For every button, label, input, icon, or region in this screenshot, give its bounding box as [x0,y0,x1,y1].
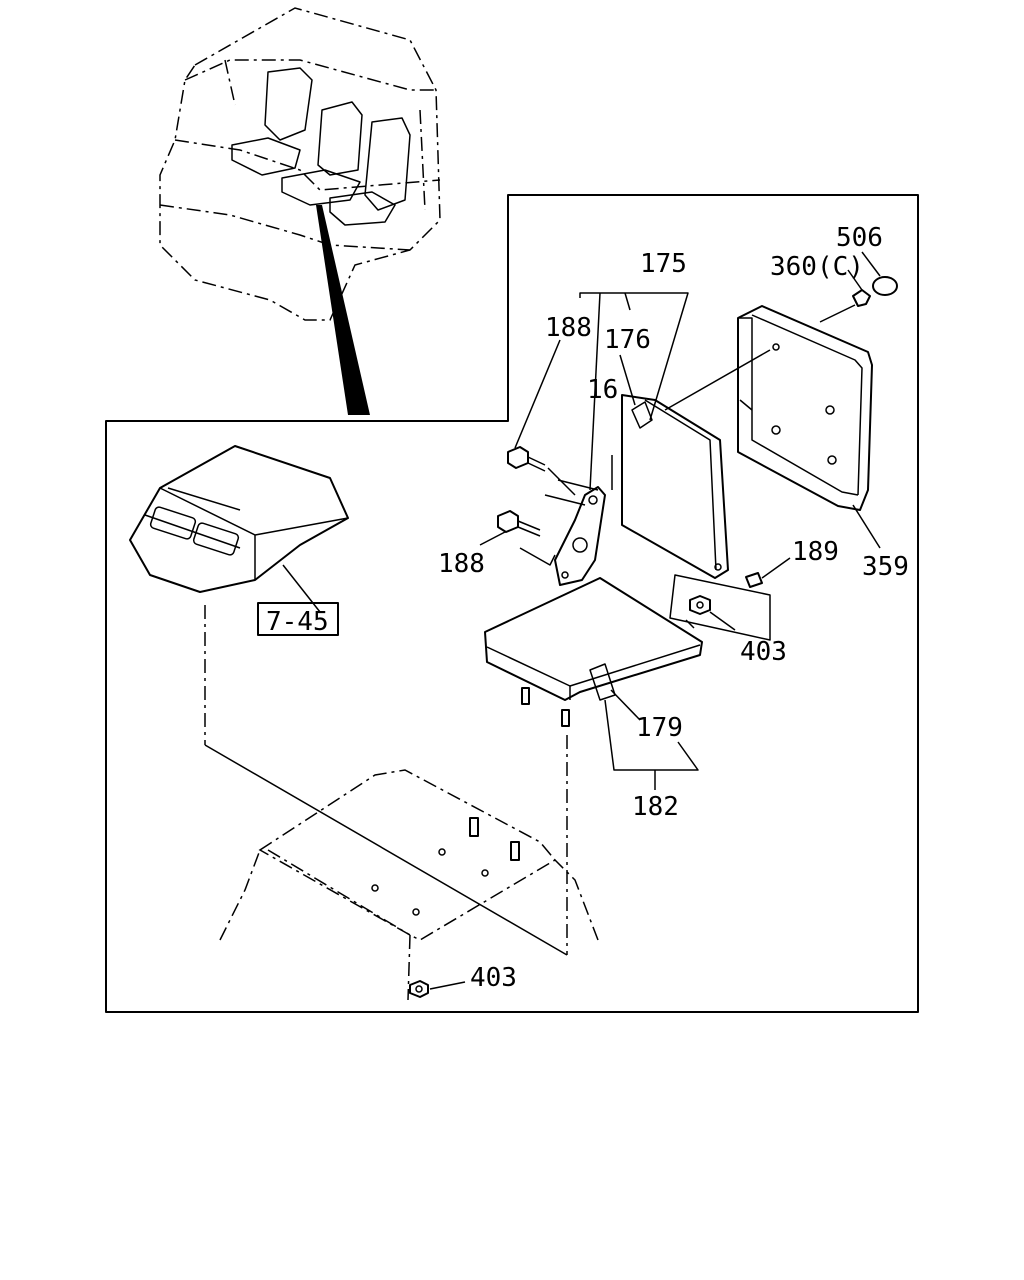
label-403-right: 403 [740,637,787,667]
cab-overview [159,7,441,415]
label-360: 360(C) [770,252,864,282]
floor-base [204,735,599,1001]
detail-frame [105,194,919,1013]
label-506: 506 [836,223,883,253]
bolt-188-top [507,446,576,496]
screw-360 [852,289,871,307]
ref-7-45-box [257,602,339,636]
bolt-188-bottom [479,510,556,566]
bolt-189 [745,572,763,588]
nut-403-right [689,595,711,615]
label-179: 179 [636,713,683,743]
label-7-45: 7-45 [266,607,329,637]
seat-back-cover [664,305,881,549]
label-16: 16 [587,375,618,405]
label-176: 176 [604,325,651,355]
label-359: 359 [862,552,909,582]
console-assembly [129,445,349,745]
label-182: 182 [632,792,679,822]
label-188-bottom: 188 [438,549,485,579]
label-403-bottom: 403 [470,963,517,993]
seat-cushion [484,577,703,771]
label-189: 189 [792,537,839,567]
hinge-bracket [544,479,606,586]
label-175: 175 [640,249,687,279]
cap-506 [872,276,898,296]
seat-back-frame [611,394,729,579]
label-188-top: 188 [545,313,592,343]
